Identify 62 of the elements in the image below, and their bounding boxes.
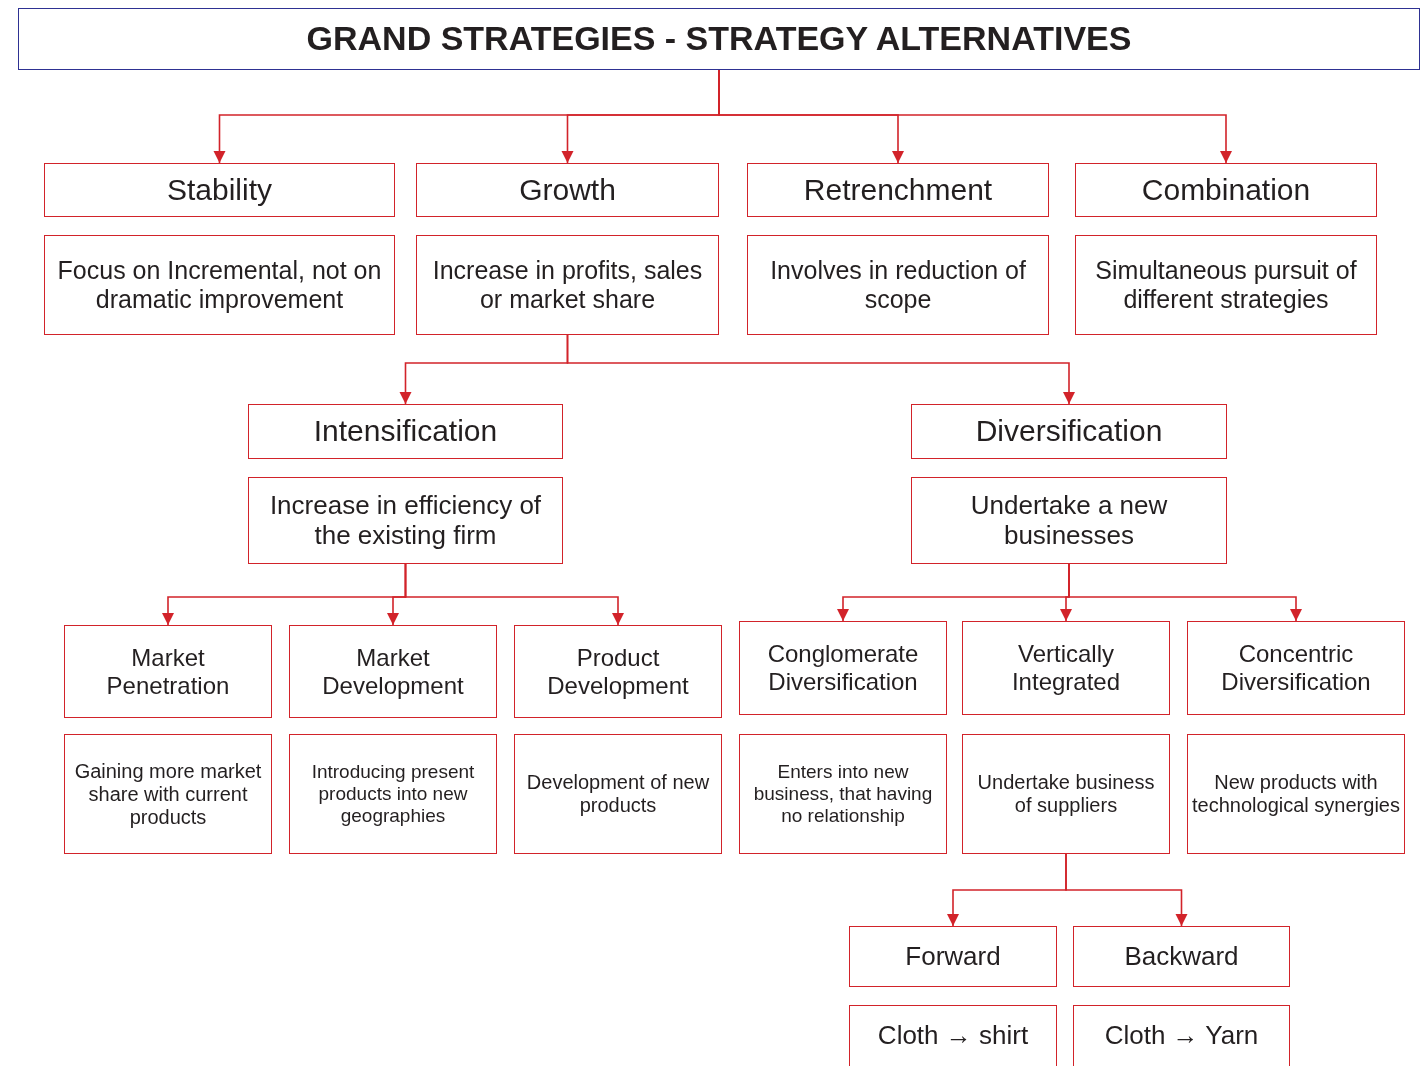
box-label: Intensification: [312, 414, 499, 449]
box-label: Increase in profits, sales or market share: [431, 256, 704, 314]
box-label: Simultaneous pursuit of different strategies: [1094, 256, 1358, 314]
strategy-box: [747, 235, 1049, 335]
strategy-box: [416, 235, 719, 335]
box-label: Backward: [1123, 941, 1240, 972]
strategy-box: [911, 477, 1227, 564]
box-label: Cloth → Yarn: [1103, 1021, 1260, 1051]
box-label: Diversification: [974, 414, 1164, 449]
strategy-box: [1073, 1005, 1290, 1066]
strategy-box: [64, 625, 272, 718]
strategy-box: [44, 163, 395, 217]
strategy-box: [1187, 621, 1405, 715]
connector-arrow: [1065, 853, 1188, 927]
strategy-box: [514, 734, 722, 854]
box-label: Stability: [165, 172, 273, 208]
strategy-box: [962, 734, 1170, 854]
strategy-box: [289, 734, 497, 854]
strategy-box: [514, 625, 722, 718]
strategy-box: [1075, 235, 1377, 335]
strategy-box: [248, 477, 563, 564]
box-label: Increase in efficiency of the existing firm: [268, 490, 543, 551]
box-label: Cloth → shirt: [876, 1021, 1030, 1051]
box-label: Product Development: [546, 643, 690, 700]
box-label: New products with technological synergies: [1191, 771, 1401, 817]
box-label: Enters into new business, that having no relationship: [752, 761, 934, 827]
box-label: Focus on Incremental, not on dramatic improvement: [56, 256, 383, 314]
strategy-box: [1187, 734, 1405, 854]
strategy-box: [962, 621, 1170, 715]
strategy-box: [416, 163, 719, 217]
box-label: Retrenchment: [802, 172, 994, 208]
box-label: Undertake business of suppliers: [976, 771, 1156, 817]
strategy-box: [289, 625, 497, 718]
title-box: [18, 8, 1420, 70]
strategy-box: [911, 404, 1227, 459]
strategy-box: [44, 235, 395, 335]
box-label: Conglomerate Diversification: [766, 640, 920, 696]
box-label: Undertake a new businesses: [969, 490, 1169, 551]
title-text: GRAND STRATEGIES - STRATEGY ALTERNATIVES: [305, 19, 1133, 59]
strategy-box: [64, 734, 272, 854]
box-label: Involves in reduction of scope: [769, 256, 1027, 314]
strategy-box: [739, 621, 947, 715]
strategy-box: [1075, 163, 1377, 217]
box-label: Combination: [1140, 172, 1312, 208]
box-label: Vertically Integrated: [1010, 640, 1122, 696]
connector-arrow: [404, 563, 624, 626]
strategy-box: [1073, 926, 1290, 987]
box-label: Development of new products: [525, 771, 711, 817]
strategy-box: [849, 1005, 1057, 1066]
box-label: Introducing present products into new geographies: [310, 761, 476, 827]
box-label: Forward: [904, 941, 1002, 972]
strategy-box: [739, 734, 947, 854]
box-label: Concentric Diversification: [1220, 640, 1372, 696]
strategy-box: [248, 404, 563, 459]
box-label: Market Penetration: [105, 643, 231, 700]
strategy-box: [747, 163, 1049, 217]
box-label: Gaining more market share with current products: [73, 759, 263, 829]
connector-arrow: [1068, 563, 1302, 622]
connector-arrow: [566, 334, 1075, 405]
box-label: Market Development: [321, 643, 465, 700]
strategy-box: [849, 926, 1057, 987]
box-label: Growth: [518, 172, 617, 208]
